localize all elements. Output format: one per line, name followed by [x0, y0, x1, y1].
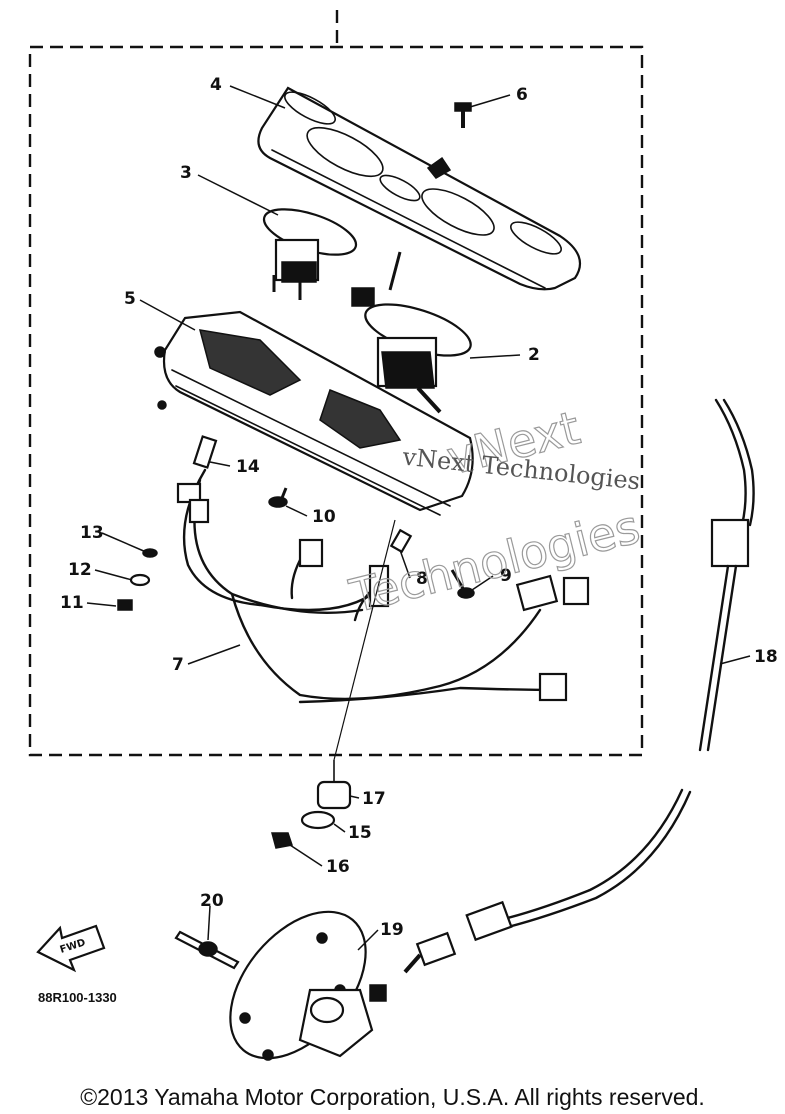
callout-8: 8 — [416, 569, 428, 589]
callout-9: 9 — [500, 566, 512, 586]
callout-3: 3 — [180, 163, 192, 183]
nut-16 — [271, 832, 293, 849]
forward-arrow: FWD — [36, 924, 106, 973]
nut-11 — [117, 599, 133, 611]
washer-13 — [142, 548, 158, 558]
callout-13: 13 — [80, 523, 104, 543]
callout-20: 20 — [200, 891, 224, 911]
speedometer — [351, 251, 472, 414]
callout-2: 2 — [528, 345, 540, 365]
callout-11: 11 — [60, 593, 84, 613]
screw-6 — [426, 102, 472, 179]
washer-15 — [300, 810, 336, 830]
grommet-8 — [389, 528, 413, 554]
callout-6: 6 — [516, 85, 528, 105]
part-code: 88R100-1330 — [38, 990, 117, 1005]
copyright-notice: ©2013 Yamaha Motor Corporation, U.S.A. A… — [80, 1084, 705, 1110]
washer-12 — [129, 573, 151, 587]
tachometer — [262, 208, 358, 300]
callout-16: 16 — [326, 857, 350, 877]
meter-gear-unit — [229, 910, 387, 1061]
callout-5: 5 — [124, 289, 136, 309]
callout-10: 10 — [312, 507, 336, 527]
screw-9 — [450, 569, 475, 599]
callout-4: 4 — [210, 75, 222, 95]
watermark-line2: Technologies — [344, 499, 645, 623]
callout-18: 18 — [754, 647, 778, 667]
callout-14: 14 — [236, 457, 260, 477]
pin-20 — [174, 930, 240, 970]
callout-12: 12 — [68, 560, 92, 580]
callout-15: 15 — [348, 823, 372, 843]
callout-numbers: 4 6 3 5 2 14 10 13 12 11 8 9 7 17 15 16 … — [60, 75, 778, 940]
callout-17: 17 — [362, 789, 386, 809]
bulb-socket-14 — [192, 435, 218, 469]
leader-lines — [86, 85, 751, 951]
callout-7: 7 — [172, 655, 184, 675]
wire-harness — [176, 468, 590, 704]
meter-cover — [257, 86, 582, 291]
screw-10 — [268, 487, 288, 508]
callout-19: 19 — [380, 920, 404, 940]
assembly-boundary — [28, 10, 644, 757]
meter-cable — [403, 398, 755, 974]
meter-case — [154, 310, 474, 516]
grommet-17 — [316, 760, 352, 810]
